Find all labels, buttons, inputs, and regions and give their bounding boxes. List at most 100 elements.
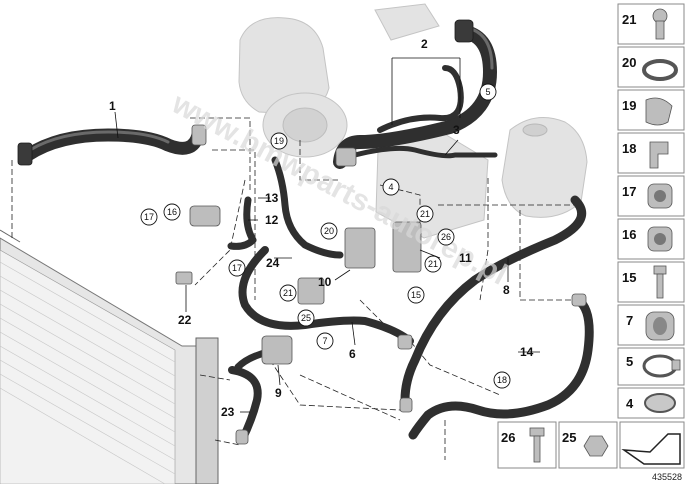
bolt-26-icon <box>529 427 545 463</box>
callout-circle-26 <box>437 228 455 246</box>
callout-circle-17a <box>140 208 158 226</box>
callout-11: 11 <box>459 251 472 265</box>
panel-label-16: 16 <box>622 227 636 242</box>
hose-14 <box>408 295 594 440</box>
callout-9: 9 <box>275 386 282 400</box>
hose-8 <box>400 195 587 405</box>
sensor-22 <box>175 271 193 285</box>
callout-circle-17b <box>228 259 246 277</box>
panel-label-4: 4 <box>626 396 634 411</box>
direction-arrow-icon <box>621 433 681 465</box>
callout-16: 16 <box>167 207 177 217</box>
circled-callout-text: 5 19 4 16 17 17 21 26 20 21 21 15 25 7 1… <box>144 87 507 385</box>
bracket-26 <box>392 221 422 273</box>
panel-label-17: 17 <box>622 184 636 199</box>
callout-2: 2 <box>421 37 428 51</box>
intake-pipe <box>374 3 440 41</box>
callout-25: 25 <box>301 313 311 323</box>
callout-14: 14 <box>520 345 534 359</box>
callout-23: 23 <box>221 405 235 419</box>
connector-7 <box>397 334 413 350</box>
callout-circle-4 <box>382 178 400 196</box>
callout-circle-25 <box>297 309 315 327</box>
clamp-band-icon <box>644 393 676 413</box>
panel-label-7: 7 <box>626 313 633 328</box>
callout-10: 10 <box>318 275 332 289</box>
quick-connector-icon <box>647 183 673 209</box>
callout-8: 8 <box>503 283 510 297</box>
panel-label-18: 18 <box>622 141 636 156</box>
hose-1 <box>21 128 205 162</box>
callout-6: 6 <box>349 347 356 361</box>
hose-23 <box>228 366 262 444</box>
pump-11 <box>344 227 376 269</box>
callout-20: 20 <box>324 226 334 236</box>
thermostat-connector <box>335 147 357 167</box>
panel-label-21: 21 <box>622 12 636 27</box>
screw-icon <box>652 8 668 40</box>
diagram-number: 435528 <box>652 472 682 482</box>
callout-4: 4 <box>388 182 393 192</box>
callout-17b: 17 <box>232 263 242 273</box>
radiator <box>0 229 219 484</box>
panel-label-19: 19 <box>622 98 636 113</box>
connector-23 <box>235 429 249 445</box>
quick-connector-icon-2 <box>647 226 673 252</box>
panel-label-25: 25 <box>562 430 576 445</box>
callout-21b: 21 <box>428 259 438 269</box>
callout-circle-15 <box>407 286 425 304</box>
components <box>17 19 587 445</box>
panel-label-15: 15 <box>622 270 636 285</box>
callout-circle-21b <box>424 255 442 273</box>
hose-2 <box>333 25 497 169</box>
nut-icon <box>583 435 609 457</box>
hose-4-line <box>352 145 498 159</box>
callout-3: 3 <box>453 123 460 137</box>
callout-circle-16 <box>163 203 181 221</box>
hose-12 <box>227 196 257 250</box>
hose-clamp-icon <box>642 354 681 378</box>
callout-21a: 21 <box>420 209 430 219</box>
sleeve-icon <box>645 311 675 341</box>
hose-clip-icon <box>645 97 673 126</box>
callout-24: 24 <box>266 256 280 270</box>
callout-circle-21a <box>416 205 434 223</box>
callout-13: 13 <box>265 191 279 205</box>
callout-circle-20 <box>320 222 338 240</box>
parts-panel-icons <box>529 8 681 465</box>
callout-circle-5 <box>479 83 497 101</box>
callout-7: 7 <box>322 336 327 346</box>
circled-callouts <box>140 83 511 389</box>
callout-circle-7 <box>316 332 334 350</box>
egr-module <box>238 17 330 115</box>
callout-18: 18 <box>497 375 507 385</box>
parts-panel-labels: 21 20 19 18 17 16 15 7 5 4 26 25 <box>501 12 636 445</box>
callout-21c: 21 <box>283 288 293 298</box>
clamp-ring-icon <box>642 59 678 81</box>
callout-circle-19 <box>270 132 288 150</box>
valve-9 <box>261 335 293 365</box>
callout-22: 22 <box>178 313 192 327</box>
panel-label-26: 26 <box>501 430 515 445</box>
radiator-fins <box>0 261 176 484</box>
connector-bottom <box>399 397 413 413</box>
callout-26: 26 <box>441 232 451 242</box>
hose-13 <box>271 156 344 259</box>
panel-label-20: 20 <box>622 55 636 70</box>
callout-17a: 17 <box>144 212 154 222</box>
callout-circle-18 <box>493 371 511 389</box>
t-piece-16 <box>189 205 221 227</box>
gasket-24 <box>297 277 325 305</box>
callout-circle-21c <box>279 284 297 302</box>
callout-19: 19 <box>274 136 284 146</box>
connector-right <box>571 293 587 307</box>
callout-labels: 1 2 3 6 8 9 10 11 12 13 14 22 23 24 <box>109 37 534 419</box>
bracket-clip-icon <box>649 141 669 169</box>
panel-label-5: 5 <box>626 354 633 369</box>
bolt-icon <box>653 265 667 299</box>
callout-12: 12 <box>265 213 279 227</box>
callout-15: 15 <box>411 290 421 300</box>
hose-2-end <box>454 19 474 43</box>
hose-1-clip <box>17 142 33 166</box>
